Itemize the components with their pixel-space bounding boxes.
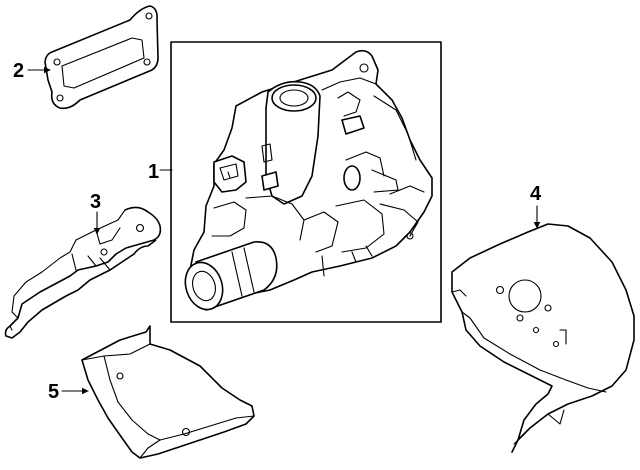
callout-3: 3 [90,191,101,235]
callout-label-4: 4 [530,183,542,205]
bracket-part-3[interactable] [4,206,162,339]
callout-box-part-1 [170,41,442,323]
callout-4: 4 [530,183,542,229]
callout-label-1: 1 [148,161,159,183]
lower-cover-part-5[interactable] [81,325,255,459]
callout-5: 5 [48,381,89,403]
cover-part-4[interactable] [451,223,635,453]
gasket-part-2[interactable] [44,5,159,110]
callout-1: 1 [148,161,173,183]
callout-label-3: 3 [90,191,101,213]
steering-column-housing-part-1[interactable] [179,49,433,315]
callout-2: 2 [13,60,51,82]
callout-label-5: 5 [48,381,59,403]
callout-label-2: 2 [13,60,24,82]
